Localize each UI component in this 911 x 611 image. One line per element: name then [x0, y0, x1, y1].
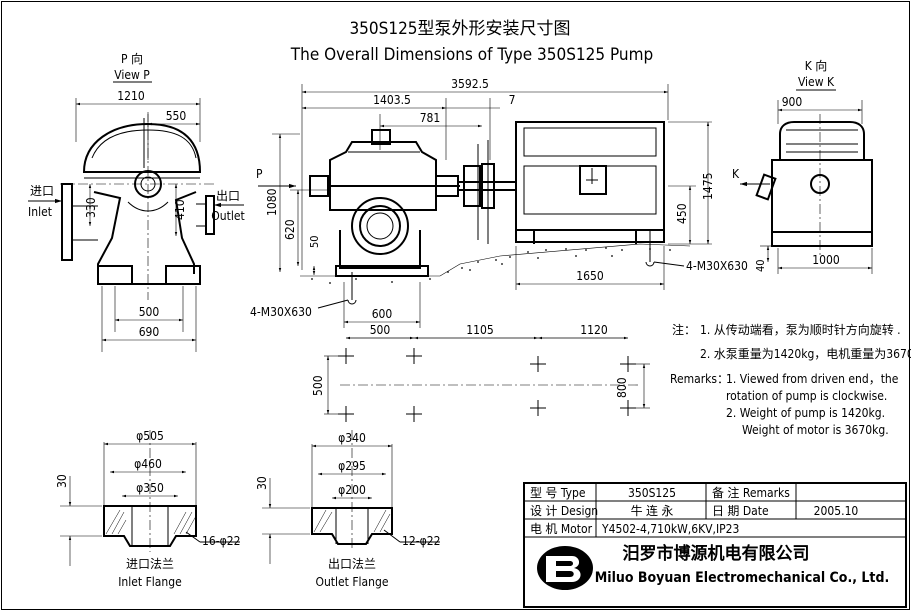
inlet-flange-cn: 进口法兰: [126, 557, 174, 571]
dim-1080: 1080: [265, 188, 279, 216]
inlet-flange-en: Inlet Flange: [118, 575, 182, 589]
fdim-500-vertical: 500: [311, 375, 325, 396]
dim-50: 50: [308, 235, 321, 248]
dim-7: 7: [509, 93, 516, 107]
notes-cn-1: 1. 从传动端看，泵为顺时针方向旋转 .: [700, 322, 901, 337]
front-view: 3592.5 1403.5 7 781 P 1080 620 50: [250, 77, 748, 328]
fdim-1120: 1120: [580, 323, 608, 337]
k-arrow-label: K: [732, 167, 740, 181]
dim-330: 330: [84, 197, 98, 218]
tb-type-label: 型 号 Type: [530, 486, 586, 500]
dim-600: 600: [372, 307, 393, 321]
fdim-800: 800: [615, 377, 629, 398]
dim-40: 40: [754, 259, 767, 272]
notes-en-1a: 1. Viewed from driven end，the: [726, 372, 899, 386]
title-block: 型 号 Type 350S125 备 注 Remarks 设 计 Design …: [523, 482, 907, 608]
notes-cn-2: 2. 水泵重量为1420kg，电机重量为3670kg.: [700, 347, 911, 361]
view-k: K 向 View K 900 K 40 1000: [732, 58, 873, 274]
view-p: P 向 View P 1210 550: [28, 51, 245, 352]
dim-1475: 1475: [701, 173, 715, 200]
company-logo: [537, 546, 593, 590]
tb-motor-value: Y4502-4,710kW,6KV,IP23: [601, 522, 739, 536]
view-k-label-cn: K 向: [805, 58, 828, 73]
dim-1403: 1403.5: [373, 93, 411, 107]
tb-motor-label: 电 机 Motor: [530, 522, 593, 536]
outlet-thickness: 30: [255, 476, 269, 490]
dim-450: 450: [675, 203, 689, 224]
notes-en-2a: 2. Weight of pump is 1420kg.: [726, 406, 885, 420]
foundation-plan: 500 1105 1120 500 800: [311, 323, 650, 422]
tb-date-label: 日 期 Date: [712, 504, 769, 518]
outlet-flange-cn: 出口法兰: [328, 557, 376, 571]
company-name-cn: 汨罗市博源机电有限公司: [623, 543, 810, 564]
tb-date-value: 2005.10: [814, 504, 859, 518]
notes-en-1b: rotation of pump is clockwise.: [726, 389, 887, 403]
notes-en-head: Remarks：: [670, 372, 729, 386]
dim-410: 410: [173, 199, 187, 220]
notes-cn-head: 注：: [672, 322, 696, 337]
inlet-thickness: 30: [55, 474, 69, 488]
outlet-label-cn: 出口: [216, 189, 240, 203]
company-name-en: Miluo Boyuan Electromechanical Co., Ltd.: [595, 570, 890, 586]
fdim-500: 500: [370, 323, 391, 337]
dim-550: 550: [166, 109, 187, 123]
tb-remarks-label: 备 注 Remarks: [712, 485, 790, 500]
outlet-label-en: Outlet: [211, 209, 244, 223]
notes: 注： 1. 从传动端看，泵为顺时针方向旋转 . 2. 水泵重量为1420kg，电…: [670, 322, 911, 437]
dim-781: 781: [420, 111, 441, 125]
outlet-flange-en: Outlet Flange: [315, 575, 388, 589]
dim-620: 620: [283, 219, 297, 240]
inlet-d460: φ460: [134, 457, 162, 471]
view-p-label-en: View P: [114, 68, 150, 82]
tb-type-value: 350S125: [628, 486, 676, 500]
bolt-label-motor: 4-M30X630: [686, 259, 748, 273]
inlet-holes: 16-φ22: [202, 534, 240, 548]
title-cn: 350S125型泵外形安装尺寸图: [349, 19, 570, 39]
inlet-label-cn: 进口: [30, 184, 54, 198]
dim-3592: 3592.5: [451, 77, 489, 91]
dim-900: 900: [782, 95, 803, 109]
fdim-1105: 1105: [466, 323, 493, 337]
inlet-label-en: Inlet: [28, 205, 52, 219]
dim-690: 690: [139, 325, 160, 339]
view-k-label-en: View K: [798, 75, 835, 89]
notes-en-2b: Weight of motor is 3670kg.: [742, 423, 889, 437]
bolt-label-pump: 4-M30X630: [250, 305, 312, 319]
dim-1000: 1000: [812, 253, 840, 267]
tb-designer: 牛 连 永: [631, 503, 674, 518]
p-arrow-label: P: [256, 167, 263, 181]
tb-design-label: 设 计 Design: [530, 504, 598, 518]
outlet-flange: φ340 φ295 φ200 30 12-φ22 出口法兰 Outlet Fla…: [255, 430, 440, 589]
title-en: The Overall Dimensions of Type 350S125 P…: [290, 45, 653, 65]
outlet-holes: 12-φ22: [402, 534, 440, 548]
dim-1210: 1210: [117, 89, 145, 103]
dim-500-p: 500: [139, 305, 160, 319]
inlet-flange: φ505 φ460 φ350 30 16-φ22 进口法兰 Inlet Flan…: [55, 429, 240, 589]
view-p-label-cn: P 向: [121, 51, 143, 66]
dim-1650: 1650: [576, 269, 604, 283]
